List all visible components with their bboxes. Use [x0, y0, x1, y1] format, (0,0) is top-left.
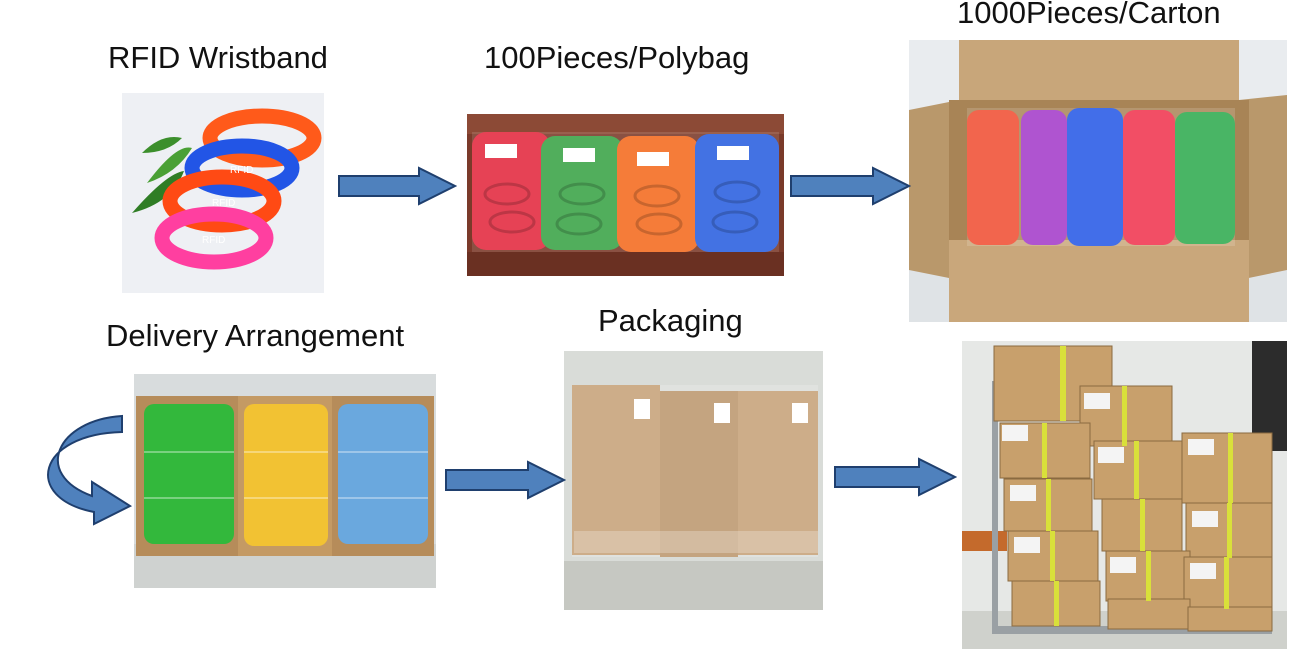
wristband-photo: RFID RFID RFID [122, 93, 324, 293]
svg-text:RFID: RFID [212, 198, 235, 209]
svg-text:RFID: RFID [230, 165, 253, 176]
label-packaging: Packaging [598, 303, 743, 338]
arrow-right-icon [789, 166, 911, 206]
label-carton: 1000Pieces/Carton [957, 0, 1221, 30]
label-rfid-wristband: RFID Wristband [108, 40, 328, 75]
label-polybag: 100Pieces/Polybag [484, 40, 750, 75]
delivery-arrangement-photo [134, 374, 436, 588]
svg-text:RFID: RFID [202, 235, 225, 246]
label-delivery-arrangement: Delivery Arrangement [106, 318, 405, 353]
stacked-cartons-photo [962, 341, 1287, 649]
arrow-right-icon [833, 457, 957, 497]
u-turn-arrow-icon [42, 414, 134, 526]
arrow-right-icon [444, 460, 566, 500]
arrow-right-icon [337, 166, 457, 206]
packaging-photo [564, 351, 823, 610]
polybag-photo [467, 114, 784, 276]
carton-photo [909, 40, 1287, 322]
